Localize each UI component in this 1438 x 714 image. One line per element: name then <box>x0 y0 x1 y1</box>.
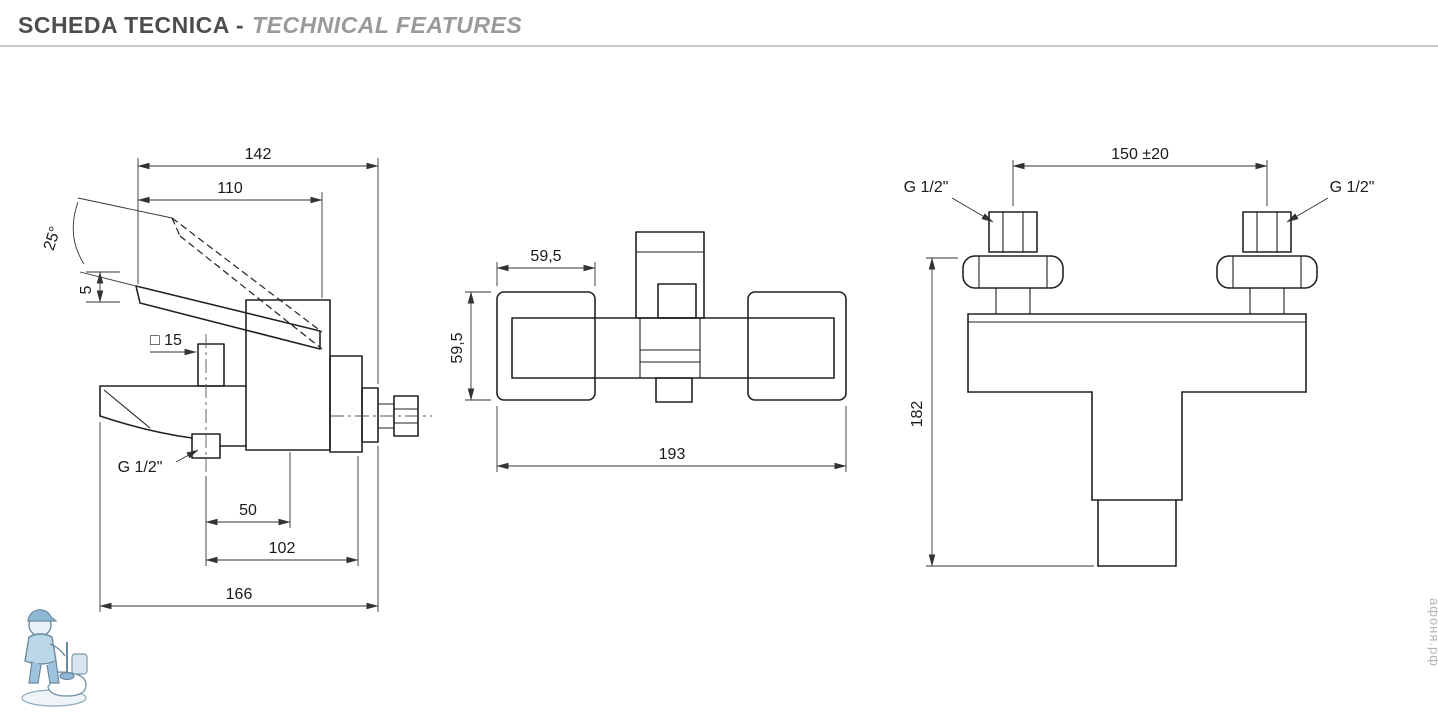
spout-stub <box>655 377 693 403</box>
dim-angle-25: 25° <box>41 197 173 288</box>
mascot-arm <box>49 643 66 657</box>
thread-right-label: G 1/2" <box>1330 179 1375 196</box>
dim-193: 193 <box>496 406 847 472</box>
callout-square-15: □ 15 <box>150 332 197 356</box>
left-riser <box>995 287 1031 315</box>
thread-left-label: G 1/2" <box>904 179 949 196</box>
dim-182: 182 <box>909 257 1094 567</box>
callout-thread-left: G 1/2" <box>904 179 994 223</box>
dim-5: 5 <box>78 271 120 303</box>
dim-166: 166 <box>99 422 379 612</box>
body-bar <box>511 317 835 379</box>
dim-110: 110 <box>137 180 323 298</box>
plumber-mascot-logo <box>21 609 88 707</box>
watermark-text: афоня.рф <box>1427 598 1438 667</box>
square-15-label: □ 15 <box>150 332 182 349</box>
dim-595-depth: 59,5 <box>449 291 491 401</box>
mascot-legs <box>28 660 60 684</box>
front-view: 150 ±20 G 1/2" G 1/2" 182 <box>904 146 1375 567</box>
left-union-block <box>496 291 596 401</box>
lever-top <box>657 283 697 319</box>
page-title: SCHEDA TECNICA - TECHNICAL FEATURES <box>0 0 1438 45</box>
side-view: 142 110 25° 5 <box>41 146 432 612</box>
side-view-spout <box>99 334 247 472</box>
mascot-cap <box>27 609 58 622</box>
front-view-connectors <box>962 211 1318 315</box>
callout-outlet-thread: G 1/2" <box>118 449 199 476</box>
title-italian: SCHEDA TECNICA - <box>18 12 245 38</box>
left-hex-nut <box>988 211 1038 253</box>
dim-102-label: 102 <box>269 540 296 557</box>
mascot-toilet-tank <box>71 653 88 675</box>
dim-182-label: 182 <box>909 401 926 428</box>
dim-193-label: 193 <box>659 446 686 463</box>
mascot-plunger-cup <box>59 671 75 681</box>
dim-595-depth-label: 59,5 <box>449 332 466 363</box>
dim-595-width-label: 59,5 <box>530 248 561 265</box>
dim-5-label: 5 <box>78 285 95 294</box>
diverter-knob <box>197 343 225 387</box>
header-divider <box>0 45 1438 47</box>
dim-166-label: 166 <box>226 586 253 603</box>
top-view: 59,5 59,5 193 <box>449 231 847 472</box>
right-union-block <box>747 291 847 401</box>
right-riser <box>1249 287 1285 315</box>
top-view-body <box>496 231 847 403</box>
left-eccentric-flange <box>962 255 1064 289</box>
dim-142-label: 142 <box>245 146 272 163</box>
wall-flange <box>329 355 363 453</box>
outlet-thread-label: G 1/2" <box>118 459 163 476</box>
right-eccentric-flange <box>1216 255 1318 289</box>
dim-50: 50 <box>205 452 291 566</box>
dim-angle-label: 25° <box>41 224 65 252</box>
dim-142: 142 <box>137 146 379 384</box>
dim-50-label: 50 <box>239 502 257 519</box>
right-hex-nut <box>1242 211 1292 253</box>
side-view-body <box>245 299 432 453</box>
cartridge-tower <box>635 231 705 319</box>
dim-150: 150 ±20 <box>1012 146 1268 206</box>
dim-150-label: 150 ±20 <box>1111 146 1169 163</box>
title-english: TECHNICAL FEATURES <box>252 12 523 38</box>
mascot-body <box>24 633 57 665</box>
dim-595-width: 59,5 <box>496 248 596 286</box>
dim-110-label: 110 <box>217 180 243 197</box>
dim-102: 102 <box>205 456 359 566</box>
union-nut <box>361 387 379 443</box>
callout-thread-right: G 1/2" <box>1286 179 1375 223</box>
sheet-header: SCHEDA TECNICA - TECHNICAL FEATURES <box>0 0 1438 47</box>
front-view-body <box>967 313 1307 567</box>
side-view-handle <box>135 217 323 350</box>
